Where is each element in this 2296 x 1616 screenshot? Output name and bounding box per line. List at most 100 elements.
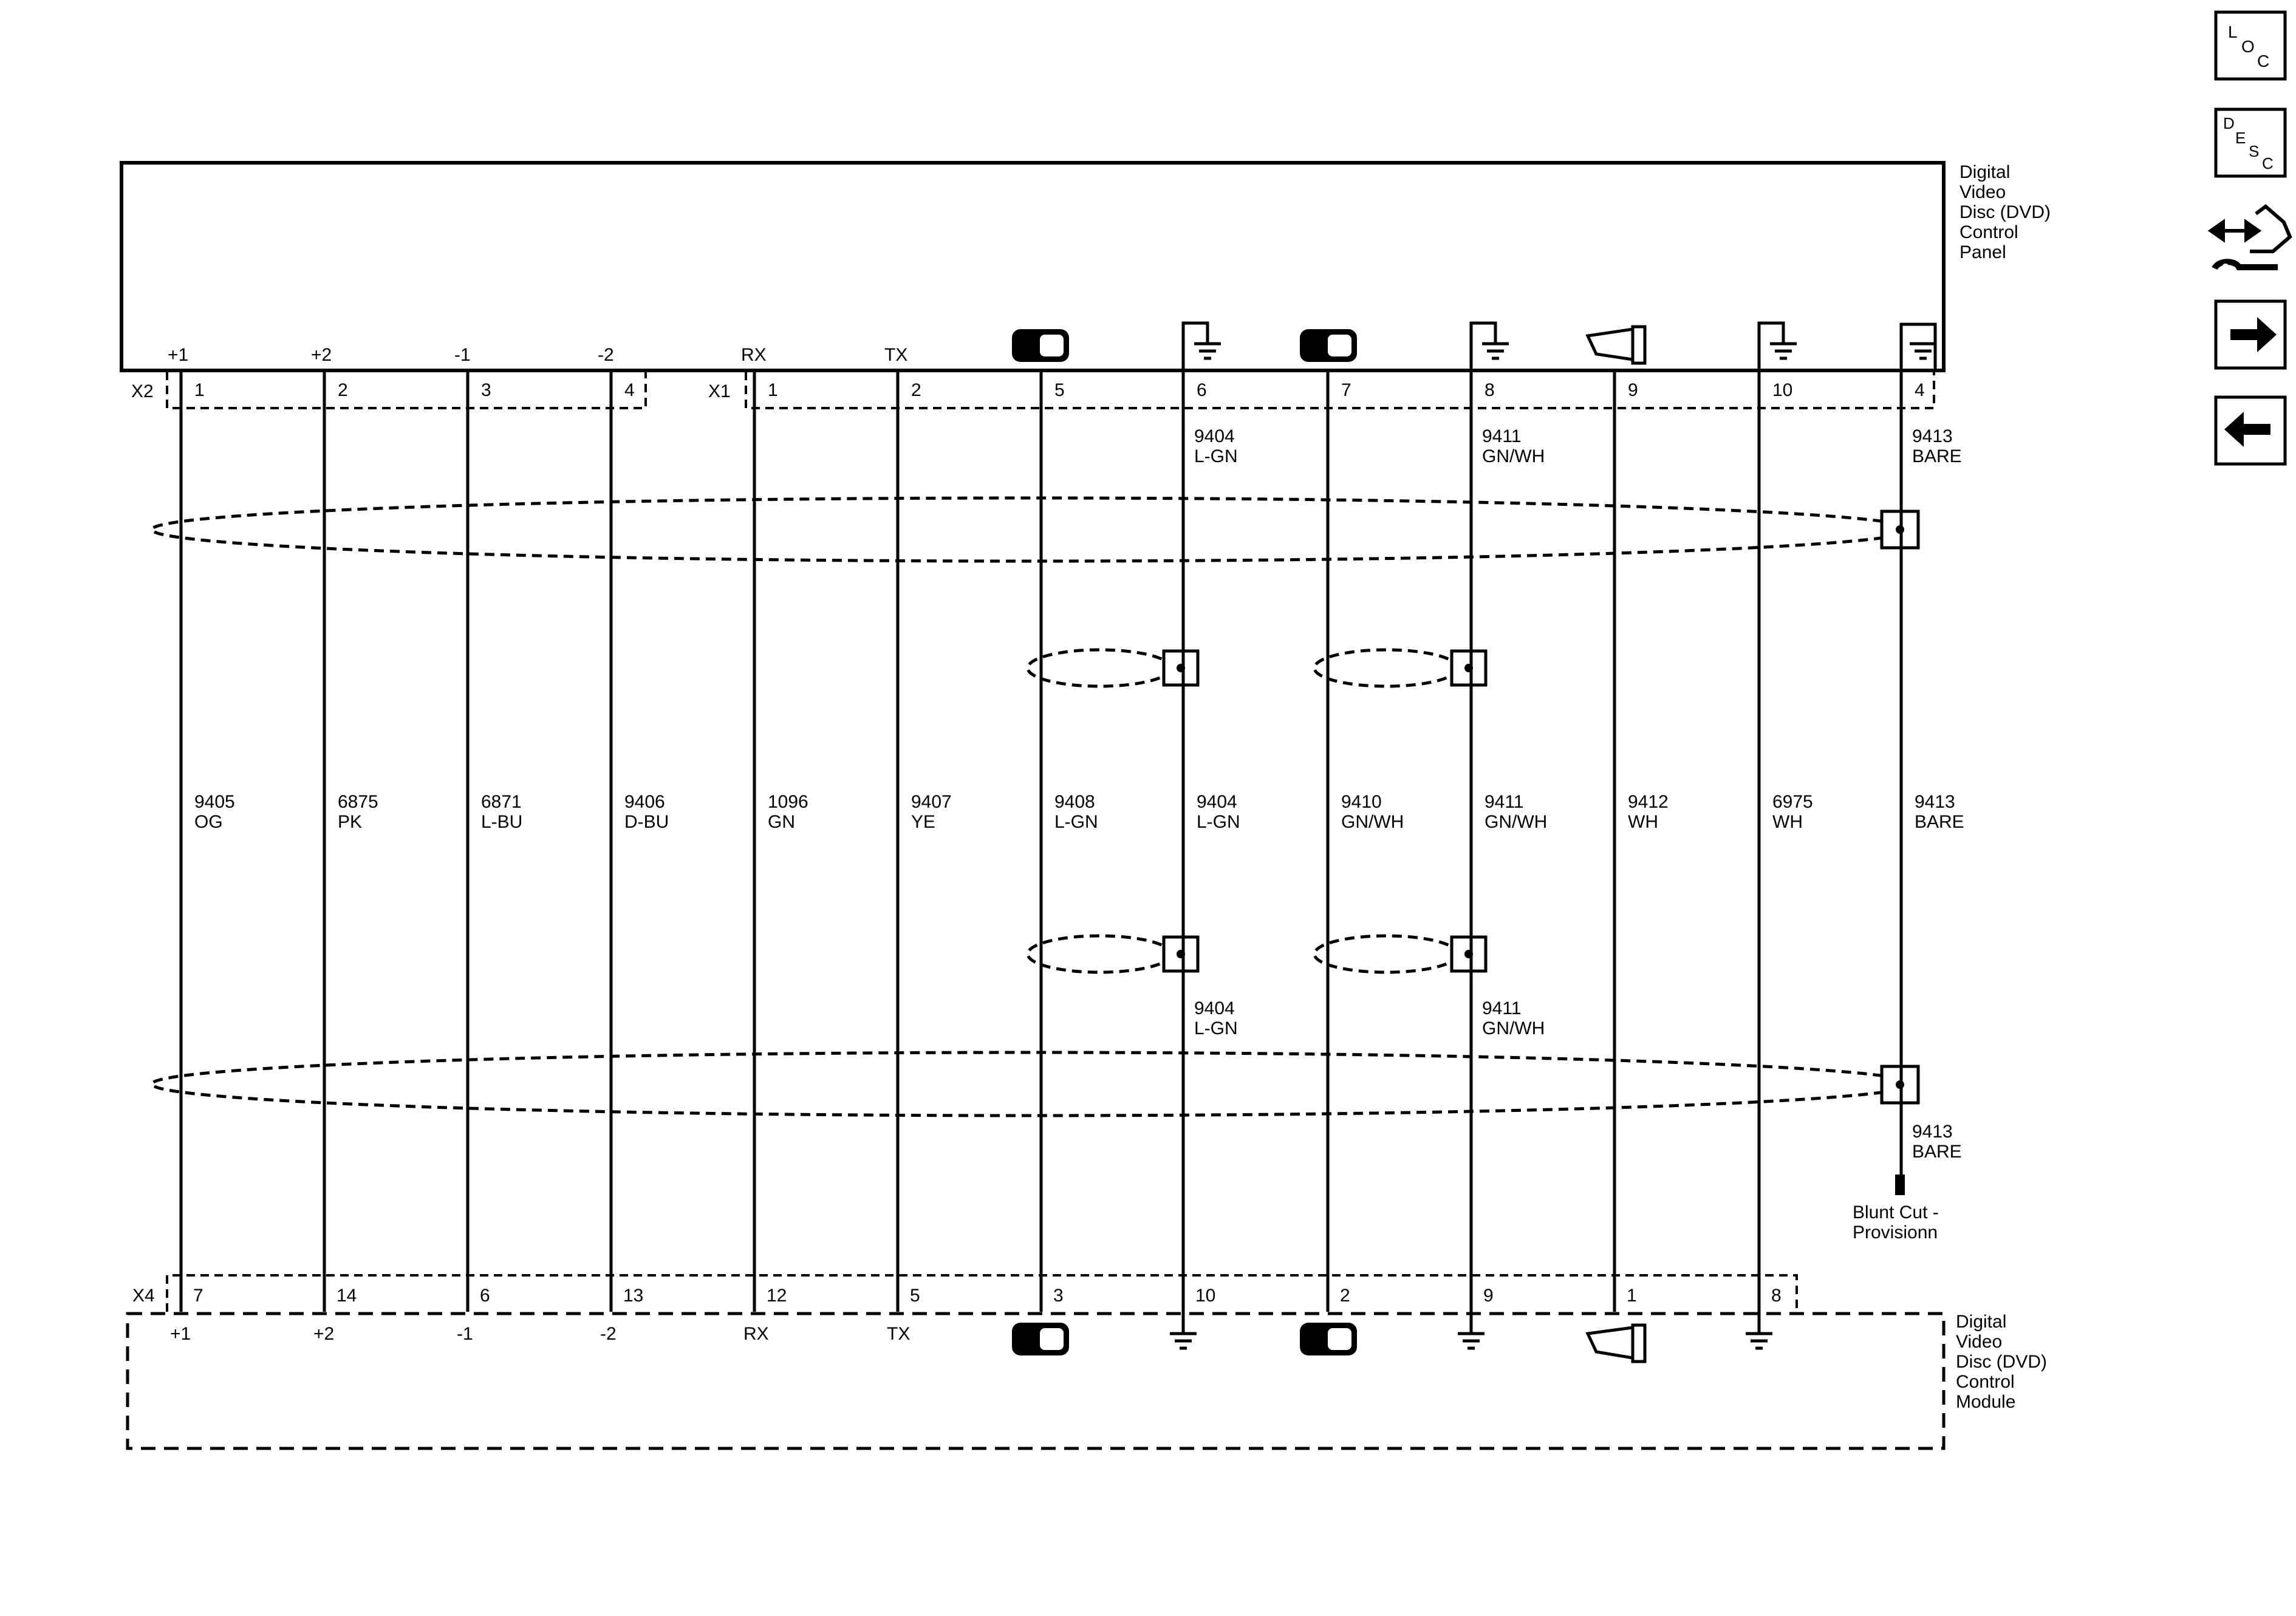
dvd-control-panel-label-line1: Digital xyxy=(1959,162,2010,182)
bottom-pin-number: 1 xyxy=(1627,1286,1637,1306)
desc-icon-letter-d: D xyxy=(2223,114,2235,132)
dvd-control-module-label-line3: Disc (DVD) xyxy=(1956,1352,2047,1372)
bottom-pin-number: 13 xyxy=(623,1286,643,1306)
splice-dots xyxy=(1177,525,1904,1089)
dvd-control-module-box xyxy=(126,1312,1946,1450)
wire-color-label: GN/WH xyxy=(1485,812,1547,832)
dvd-control-module-label-line1: Digital xyxy=(1956,1312,2006,1332)
blunt-cut-end xyxy=(1895,1174,1905,1195)
top-function-label: -2 xyxy=(598,345,614,365)
top-function-label: RX xyxy=(741,345,767,365)
desc-icon-letter-s: S xyxy=(2249,142,2259,160)
video-symbol-bottom-pin2 xyxy=(1300,1323,1357,1355)
desc-icon-letter-e: E xyxy=(2235,129,2246,147)
wire-4-upper-number: 9413 xyxy=(1912,426,1953,446)
bottom-pin-number: 10 xyxy=(1195,1286,1215,1306)
wire-number-label: 9413 xyxy=(1915,792,1955,812)
wire-number-label: 6871 xyxy=(481,792,522,812)
bottom-function-label: -1 xyxy=(457,1324,473,1344)
shield-lower xyxy=(150,1051,1915,1117)
wire-color-label: GN xyxy=(768,812,795,832)
dvd-control-module-label-line4: Control xyxy=(1956,1372,2015,1392)
bottom-function-label: +2 xyxy=(313,1324,334,1344)
wire-color-label: WH xyxy=(1772,812,1803,832)
dvd-control-panel-label-line2: Video xyxy=(1959,182,2006,202)
top-pin-number: 3 xyxy=(481,380,491,400)
pair-shield-5-6-lower xyxy=(1026,934,1173,974)
wire-number-label: 9406 xyxy=(624,792,665,812)
wire-number-label: 1096 xyxy=(768,792,808,812)
wire-number-label: 6975 xyxy=(1772,792,1813,812)
wire-number-label: 9404 xyxy=(1197,792,1237,812)
wire-color-label: PK xyxy=(338,812,362,832)
wire-color-label: L-GN xyxy=(1054,812,1098,832)
wire-color-label: D-BU xyxy=(624,812,669,832)
bottom-pin-number: 3 xyxy=(1053,1286,1064,1306)
video-symbol-top-pin7 xyxy=(1300,329,1357,362)
dvd-control-panel-box xyxy=(120,161,1946,372)
wire-color-label: L-BU xyxy=(481,812,522,832)
wire-8-upper-number: 9411 xyxy=(1482,426,1522,446)
video-symbol-bottom-pin3 xyxy=(1012,1323,1069,1355)
blunt-cut-label-line2: Provisionn xyxy=(1853,1222,1938,1243)
loc-button[interactable]: L O C xyxy=(2214,10,2287,81)
top-pin-number: 9 xyxy=(1628,380,1638,400)
top-pin-number: 6 xyxy=(1197,380,1207,400)
connector-x4-outline xyxy=(166,1274,1798,1312)
wire-8-upper-color: GN/WH xyxy=(1482,446,1545,466)
wire-color-label: WH xyxy=(1628,812,1658,832)
wire-number-label: 6875 xyxy=(338,792,378,812)
loc-icon-letter-l: L xyxy=(2228,22,2238,41)
previous-page-button[interactable] xyxy=(2214,395,2287,466)
ground-symbol-top-pin4 xyxy=(1899,322,1937,372)
wire-color-label: GN/WH xyxy=(1341,812,1404,832)
wire-6-lower-color: L-GN xyxy=(1194,1018,1238,1038)
video-symbol-top-pin5 xyxy=(1012,329,1069,362)
bottom-function-label: TX xyxy=(887,1324,910,1344)
top-pin-number: 7 xyxy=(1341,380,1351,400)
wire-color-label: OG xyxy=(194,812,223,832)
ground-symbol-top-pin8 xyxy=(1469,321,1509,372)
labels-layer: +119405OG7+1+226875PK14+2-136871L-BU6-1-… xyxy=(168,345,1964,1344)
top-pin-number: 2 xyxy=(911,380,921,400)
top-pin-number: 4 xyxy=(1915,380,1925,400)
desc-button[interactable]: D E S C xyxy=(2214,107,2287,178)
top-pin-number: 1 xyxy=(194,380,205,400)
top-function-label: +2 xyxy=(311,345,332,365)
wire-number-label: 9410 xyxy=(1341,792,1382,812)
wire-6-lower-number: 9404 xyxy=(1194,998,1235,1018)
top-pin-number: 4 xyxy=(624,380,635,400)
arrow-right-icon xyxy=(2230,317,2277,352)
wire-6-upper-number: 9404 xyxy=(1194,426,1235,446)
shield-upper xyxy=(150,496,1915,563)
wire-number-label: 9411 xyxy=(1485,792,1524,812)
arrow-left-icon xyxy=(2224,412,2270,447)
pair-shield-5-6-upper xyxy=(1026,648,1173,688)
loc-icon-letter-o: O xyxy=(2241,37,2255,56)
desc-icon-letter-c: C xyxy=(2262,154,2274,172)
wire-4-lower-color: BARE xyxy=(1912,1142,1962,1162)
top-pin-number: 8 xyxy=(1485,380,1495,400)
wire-number-label: 9408 xyxy=(1054,792,1095,812)
next-page-button[interactable] xyxy=(2214,299,2287,370)
connector-x4-label: X4 xyxy=(132,1286,155,1306)
dvd-control-module-label-line2: Video xyxy=(1956,1332,2002,1352)
connector-x1-label: X1 xyxy=(708,381,731,401)
top-function-label: TX xyxy=(884,345,907,365)
bottom-pin-number: 7 xyxy=(193,1286,203,1306)
bottom-function-label: +1 xyxy=(170,1324,191,1344)
connector-end-view-icon[interactable] xyxy=(2207,204,2292,271)
wire-color-label: L-GN xyxy=(1197,812,1240,832)
top-pin-number: 2 xyxy=(338,380,348,400)
loc-icon-letter-c: C xyxy=(2257,52,2269,70)
top-pin-number: 1 xyxy=(768,380,778,400)
wire-number-label: 9407 xyxy=(911,792,952,812)
wire-4-lower-number: 9413 xyxy=(1912,1122,1953,1142)
wire-number-label: 9405 xyxy=(194,792,235,812)
bottom-function-label: -2 xyxy=(600,1324,617,1344)
top-function-label: +1 xyxy=(168,345,188,365)
dvd-control-panel-label-line3: Disc (DVD) xyxy=(1959,202,2051,222)
wire-number-label: 9412 xyxy=(1628,792,1669,812)
bottom-pin-number: 6 xyxy=(480,1286,490,1306)
bottom-pin-number: 5 xyxy=(910,1286,920,1306)
